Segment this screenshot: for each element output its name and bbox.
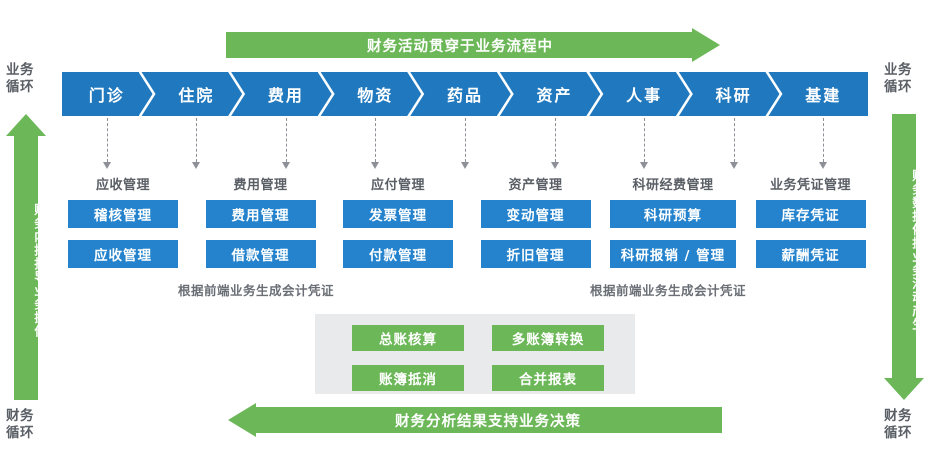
module-box[interactable]: 变动管理 [480, 200, 591, 228]
left-bottom-cycle-line2: 循环 [6, 425, 34, 441]
left-top-cycle-line2: 循环 [6, 79, 34, 95]
accounting-item-box[interactable]: 合并报表 [492, 365, 604, 391]
left-arrow-text: 财务内控指导业务操作 [32, 202, 47, 338]
process-chevron-7[interactable]: 人事 [626, 86, 663, 105]
connector-dashed-line [644, 118, 646, 162]
accounting-item-box[interactable]: 多账簿转换 [492, 325, 604, 351]
group-title-3: 应付管理 [370, 178, 425, 193]
bottom-arrow-label: 财务分析结果支持业务决策 [395, 413, 581, 430]
accounting-item-box[interactable]: 账簿抵消 [352, 365, 464, 391]
right-bottom-cycle-line1: 财务 [884, 408, 912, 424]
module-box[interactable]: 薪酬凭证 [755, 240, 866, 268]
left-top-cycle-label: 业务 循环 [6, 62, 52, 96]
group-title-2: 费用管理 [233, 178, 288, 193]
top-arrow-head [692, 28, 720, 62]
left-arrow-shaft [14, 136, 38, 400]
bottom-feedback-arrow: 财务分析结果支持业务决策 [228, 403, 722, 437]
right-top-cycle-line1: 业务 [884, 62, 912, 78]
connector-dashed-line [823, 118, 825, 162]
top-arrow-label: 财务活动贯穿于业务流程中 [367, 38, 553, 55]
connector-arrow-icon [819, 162, 827, 169]
left-top-cycle-line1: 业务 [6, 62, 34, 78]
connector-dashed-line [286, 118, 288, 162]
right-top-cycle-label: 业务 循环 [884, 62, 930, 96]
right-bottom-cycle-label: 财务 循环 [884, 408, 930, 442]
connector-arrow-icon [192, 162, 200, 169]
right-arrow-shaft [892, 114, 916, 378]
right-top-cycle-line2: 循环 [884, 79, 912, 95]
module-box[interactable]: 科研报销 / 管理 [610, 240, 736, 268]
process-chevron-8[interactable]: 科研 [715, 86, 752, 105]
top-arrow-shaft [226, 32, 694, 58]
connector-dashed-line [555, 118, 557, 162]
group-title-1: 应收管理 [95, 178, 150, 193]
connector-arrow-icon [103, 162, 111, 169]
group-title-5: 科研经费管理 [632, 178, 714, 193]
module-box[interactable]: 借款管理 [205, 240, 316, 268]
top-process-arrow: 财务活动贯穿于业务流程中 [226, 28, 720, 62]
connector-arrow-icon [730, 162, 738, 169]
right-bottom-cycle-line2: 循环 [884, 425, 912, 441]
right-voucher-note: 根据前端业务生成会计凭证 [590, 283, 747, 298]
module-box[interactable]: 科研预算 [610, 200, 736, 228]
left-voucher-note: 根据前端业务生成会计凭证 [178, 283, 335, 298]
module-box[interactable]: 费用管理 [205, 200, 316, 228]
connector-dashed-line [196, 118, 198, 162]
module-box[interactable]: 稽核管理 [68, 200, 178, 228]
module-box[interactable]: 折旧管理 [480, 240, 591, 268]
group-title-6: 业务凭证管理 [769, 178, 851, 193]
process-chevron-5[interactable]: 药品 [446, 86, 483, 105]
module-box[interactable]: 付款管理 [343, 240, 453, 268]
right-arrow-head-icon [884, 378, 924, 400]
connector-dashed-line [465, 118, 467, 162]
bottom-arrow-head [228, 403, 256, 437]
connector-dashed-line [375, 118, 377, 162]
process-chevron-9[interactable]: 基建 [805, 86, 842, 105]
left-bottom-cycle-label: 财务 循环 [6, 408, 52, 442]
group-title-4: 资产管理 [508, 178, 563, 193]
module-box[interactable]: 库存凭证 [755, 200, 866, 228]
left-green-up-arrow: 财务内控指导业务操作 [6, 114, 47, 400]
process-chevron-4[interactable]: 物资 [357, 86, 394, 105]
connector-arrow-icon [371, 162, 379, 169]
module-box[interactable]: 发票管理 [343, 200, 453, 228]
process-chevron-3[interactable]: 费用 [267, 86, 304, 105]
module-box[interactable]: 应收管理 [68, 240, 178, 268]
connector-arrow-icon [640, 162, 648, 169]
process-chevron-1[interactable]: 门诊 [88, 86, 125, 105]
connector-arrow-icon [282, 162, 290, 169]
process-chevron-6[interactable]: 资产 [536, 86, 573, 105]
connector-dashed-line [734, 118, 736, 162]
connector-arrow-icon [461, 162, 469, 169]
left-arrow-head-icon [6, 114, 46, 136]
connector-dashed-line [107, 118, 109, 162]
process-chevron-2[interactable]: 住院 [178, 86, 215, 105]
right-arrow-text: 财务数据依据业务活动产生 [910, 169, 925, 331]
accounting-item-box[interactable]: 总账核算 [352, 325, 464, 351]
process-chevron-bar [62, 72, 868, 116]
connector-arrow-icon [551, 162, 559, 169]
bottom-arrow-shaft [254, 407, 722, 433]
right-green-down-arrow: 财务数据依据业务活动产生 [884, 114, 925, 400]
left-bottom-cycle-line1: 财务 [6, 408, 34, 424]
